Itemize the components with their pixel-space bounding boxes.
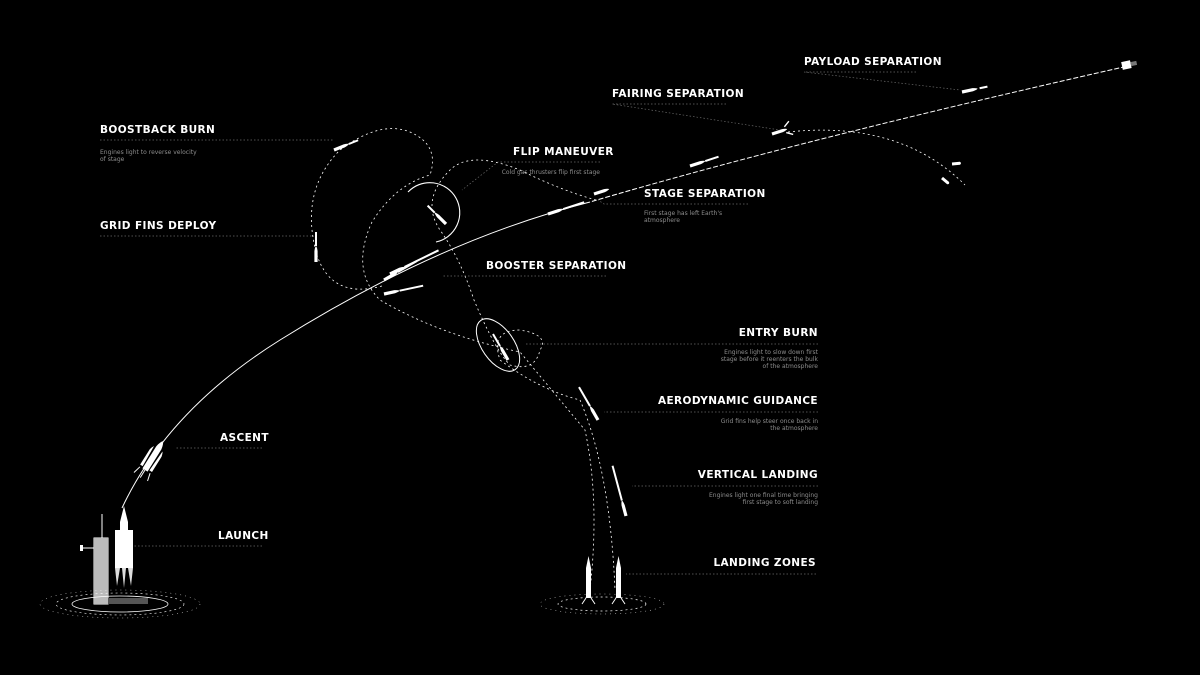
desc-entry-line-2: stage before it reenters the bulk: [720, 356, 818, 363]
desc-stage-sep-line-1: First stage has left Earth's: [644, 210, 723, 217]
desc-stage-separation: First stage has left Earth's atmosphere: [644, 210, 722, 224]
label-booster-separation: BOOSTER SEPARATION: [486, 260, 627, 272]
desc-flip-line-1: Cold gas thrusters flip first stage: [501, 169, 600, 176]
rocket-boostback: [333, 139, 359, 152]
landing-zone-1: [581, 556, 596, 605]
rocket-grid-fins: [314, 232, 318, 262]
fairing-fall-arc: [787, 129, 966, 186]
label-payload-separation: PAYLOAD SEPARATION: [804, 56, 942, 68]
desc-entry-line-3: of the atmosphere: [762, 363, 818, 370]
rocket-orbit-1: [689, 155, 719, 168]
label-entry-burn: ENTRY BURN: [738, 327, 818, 339]
rocket-aero-guidance: [578, 386, 600, 421]
rocket-on-pad: [115, 506, 133, 588]
label-vertical-landing: VERTICAL LANDING: [697, 469, 818, 481]
desc-landing-line-1: Engines light one final time bringing: [708, 492, 818, 499]
label-landing-zones: LANDING ZONES: [713, 557, 816, 569]
desc-entry-line-1: Engines light to slow down first: [724, 349, 818, 356]
desc-aero-line-2: the atmosphere: [770, 425, 818, 432]
orbit-dashes: [589, 65, 1129, 203]
label-boostback-burn: BOOSTBACK BURN: [100, 124, 216, 136]
fairing-half-1: [951, 161, 961, 166]
first-stage-return-path: [431, 159, 616, 591]
desc-landing-line-2: first stage to soft landing: [742, 499, 818, 506]
launch-pad-ground: [39, 589, 201, 619]
rocket-entry-burn: [492, 333, 510, 361]
label-ascent: ASCENT: [220, 432, 269, 444]
leader-lines: [100, 71, 961, 575]
fairing-half-2: [941, 176, 950, 185]
label-aerodynamic-guidance: AERODYNAMIC GUIDANCE: [657, 395, 818, 407]
rocket-stage-sep: [547, 201, 585, 216]
label-launch: LAUNCH: [218, 530, 269, 542]
rocket-flip: [426, 204, 448, 226]
desc-flip-maneuver: Cold gas thrusters flip first stage: [480, 169, 600, 176]
booster-return-loop: [311, 128, 595, 591]
landing-zone-ground: [539, 593, 665, 615]
launch-tower: [80, 514, 148, 605]
rocket-vertical-landing: [611, 465, 628, 517]
desc-aerodynamic-guidance: Grid fins help steer once back in the at…: [658, 418, 818, 432]
label-stage-separation: STAGE SEPARATION: [644, 188, 766, 200]
ascent-trajectory: [121, 65, 1129, 509]
desc-stage-sep-line-2: atmosphere: [644, 217, 680, 224]
rocket-fairing-sep: [771, 120, 794, 136]
desc-boostback-line-1: Engines light to reverse velocity: [100, 149, 197, 156]
desc-aero-line-1: Grid fins help steer once back in: [720, 418, 818, 425]
flip-arc: [407, 182, 461, 243]
payload-satellite: [1121, 60, 1138, 70]
desc-boostback-line-2: of stage: [100, 156, 125, 163]
desc-boostback-burn: Engines light to reverse velocity of sta…: [100, 149, 197, 163]
rocket-booster-sep-2: [389, 249, 439, 276]
rocket-payload-sep: [961, 85, 988, 94]
desc-vertical-landing: Engines light one final time bringing fi…: [638, 492, 818, 506]
desc-entry-burn: Engines light to slow down first stage b…: [658, 349, 818, 370]
entry-burn-ellipse: [475, 318, 521, 372]
label-flip-maneuver: FLIP MANEUVER: [513, 146, 614, 158]
rocket-second-stage: [593, 187, 610, 196]
label-fairing-separation: FAIRING SEPARATION: [612, 88, 745, 100]
label-grid-fins-deploy: GRID FINS DEPLOY: [100, 220, 217, 232]
rocket-ascent: [133, 441, 164, 482]
landing-zone-2: [611, 556, 626, 605]
rocket-booster-sep-3: [383, 284, 424, 296]
